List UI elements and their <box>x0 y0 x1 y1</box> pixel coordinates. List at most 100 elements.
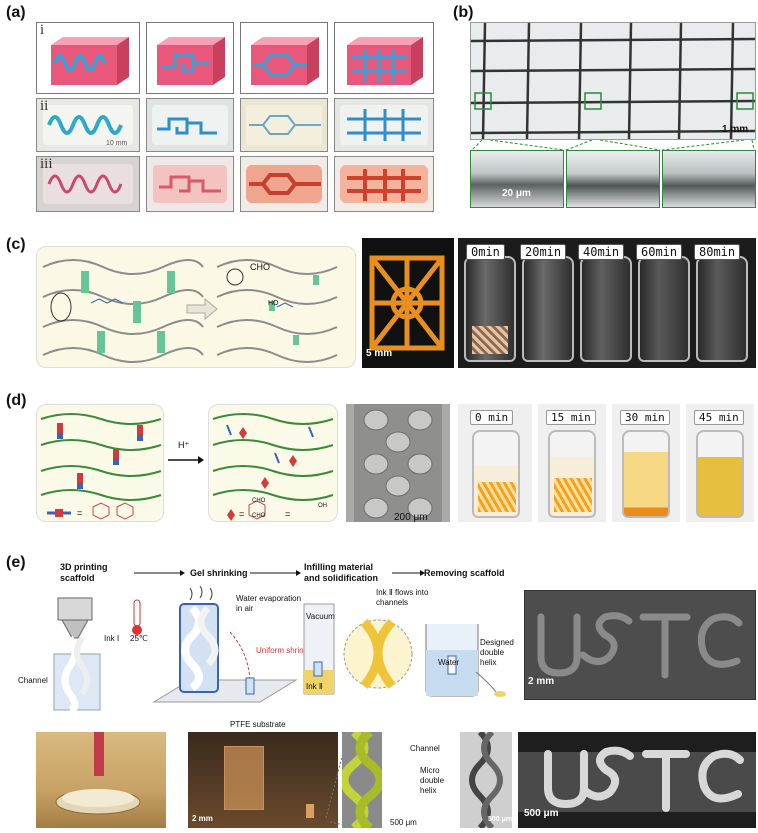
panel-c-network-schematic <box>36 246 356 368</box>
micro-helix <box>469 732 503 828</box>
vial-d-45 <box>696 430 744 518</box>
printing-nozzle-diagram <box>53 597 142 714</box>
ho-label: HO <box>268 300 279 307</box>
panel-a-label: (a) <box>6 4 26 21</box>
scale-ustc-bottom: 500 μm <box>524 808 559 819</box>
ustc-engraving <box>537 612 743 679</box>
step-removing: Removing scaffold <box>424 568 505 578</box>
designed-helix-label: Designed double helix <box>480 638 514 667</box>
scale-bar-10mm: 10 mm <box>106 140 128 147</box>
ustc-engraving-bright <box>518 746 756 812</box>
vial-c-60 <box>638 256 690 362</box>
zoom-guides <box>471 140 755 150</box>
blue-channel-photo <box>340 105 428 145</box>
scale-5mm: 5 mm <box>366 348 393 359</box>
time-d-45: 45 min <box>694 410 744 425</box>
micro-helix-photo <box>460 732 512 828</box>
cho-label: CHO <box>250 262 270 272</box>
ink-2-label: Ink Ⅱ <box>306 682 323 691</box>
polymer-network-diagram <box>42 259 338 363</box>
micro-helix-label: Micro double helix <box>420 766 445 795</box>
cho-bottom-label: CHO <box>252 513 266 519</box>
grid-lines <box>471 23 755 139</box>
h-plus-label: H⁺ <box>178 440 190 450</box>
scale-20um: 20 μm <box>502 188 531 199</box>
scale-micro: 500 μm <box>488 816 513 823</box>
panel-a-photo-ii-3 <box>240 98 328 152</box>
degraded-network: = = <box>212 413 334 521</box>
panel-a-box-maze <box>146 22 234 94</box>
svg-text:=: = <box>77 508 82 518</box>
scale-1mm: 1 mm <box>722 124 749 135</box>
row-i-label: i <box>40 22 45 38</box>
scale-helix: 500 μm <box>390 818 417 827</box>
honeycomb-scaffold <box>554 478 592 512</box>
svg-text:=: = <box>239 509 244 519</box>
time-c-20: 20min <box>520 244 567 260</box>
row-iii-label: iii <box>40 156 53 172</box>
acid-arrow <box>168 456 204 464</box>
panel-a-box-hexagon <box>240 22 328 94</box>
red-gel-photo <box>43 164 133 204</box>
ink-1-label: Ink Ⅰ <box>104 634 120 643</box>
panel-a-photo-ii-1 <box>36 98 140 152</box>
pink-block-illustration <box>347 37 423 85</box>
row-ii-label: ii <box>40 98 49 114</box>
honeycomb-tube <box>354 404 442 522</box>
gel-cube <box>224 746 264 810</box>
pink-block-illustration <box>51 37 129 85</box>
panel-d-sem-image <box>346 404 450 522</box>
ink-2-flow-label: Ink Ⅱ flows into channels <box>376 588 429 607</box>
vial-d-15 <box>548 430 596 518</box>
step-shrinking: Gel shrinking <box>190 568 248 578</box>
panel-a-box-grid <box>334 22 434 94</box>
time-c-0: 0min <box>466 244 505 260</box>
red-gel-photo <box>246 165 322 203</box>
panel-b-grid-micrograph <box>470 22 756 140</box>
crosslinked-network: = <box>40 413 162 520</box>
ustc-bottom-image <box>518 732 756 828</box>
vial-d-30 <box>622 430 670 518</box>
red-gel-photo <box>340 165 428 203</box>
channel-label: Channel <box>18 676 48 685</box>
panel-a-photo-iii-3 <box>240 156 328 212</box>
panel-d-network-before: = <box>36 404 164 522</box>
double-helix <box>342 732 382 828</box>
scale-200um: 200 μm <box>394 512 428 523</box>
process-arrows <box>134 570 425 576</box>
printing-scene <box>55 732 141 815</box>
ptfe-label: PTFE substrate <box>230 720 286 729</box>
printing-photo <box>36 732 166 828</box>
svg-text:=: = <box>285 509 290 519</box>
infilling-diagram <box>303 603 413 695</box>
cho-top-label: CHO <box>252 498 266 504</box>
channel-2-label: Channel <box>410 744 440 753</box>
panel-d-label: (d) <box>6 392 27 409</box>
panel-c-label: (c) <box>6 236 26 253</box>
dissolving-scaffold <box>472 326 508 354</box>
scale-ustc-top: 2 mm <box>528 676 555 687</box>
inset-2 <box>566 150 660 208</box>
helix-render <box>342 732 450 828</box>
panel-e-label: (e) <box>6 554 26 571</box>
water-label: Water <box>438 658 460 667</box>
beaker-diagram <box>425 624 506 697</box>
panel-a-photo-ii-4 <box>334 98 434 152</box>
blue-channel-photo <box>43 105 133 145</box>
inset-1 <box>470 150 564 208</box>
panel-a-photo-ii-2 <box>146 98 234 152</box>
water-evap-label: Water evaporation in air <box>236 594 302 613</box>
panel-b-label: (b) <box>453 4 474 21</box>
time-d-15: 15 min <box>546 410 596 425</box>
panel-c-lattice-photo <box>362 238 454 368</box>
time-d-30: 30 min <box>620 410 670 425</box>
inset-3 <box>662 150 756 208</box>
panel-a-photo-iii-2 <box>146 156 234 212</box>
time-c-40: 40min <box>578 244 625 260</box>
panel-a-photo-iii-1 <box>36 156 140 212</box>
panel-a-box-serpentine <box>36 22 140 94</box>
vial-c-20 <box>522 256 574 362</box>
panel-a-photo-iii-4 <box>334 156 434 212</box>
vial-d-0 <box>472 430 520 518</box>
